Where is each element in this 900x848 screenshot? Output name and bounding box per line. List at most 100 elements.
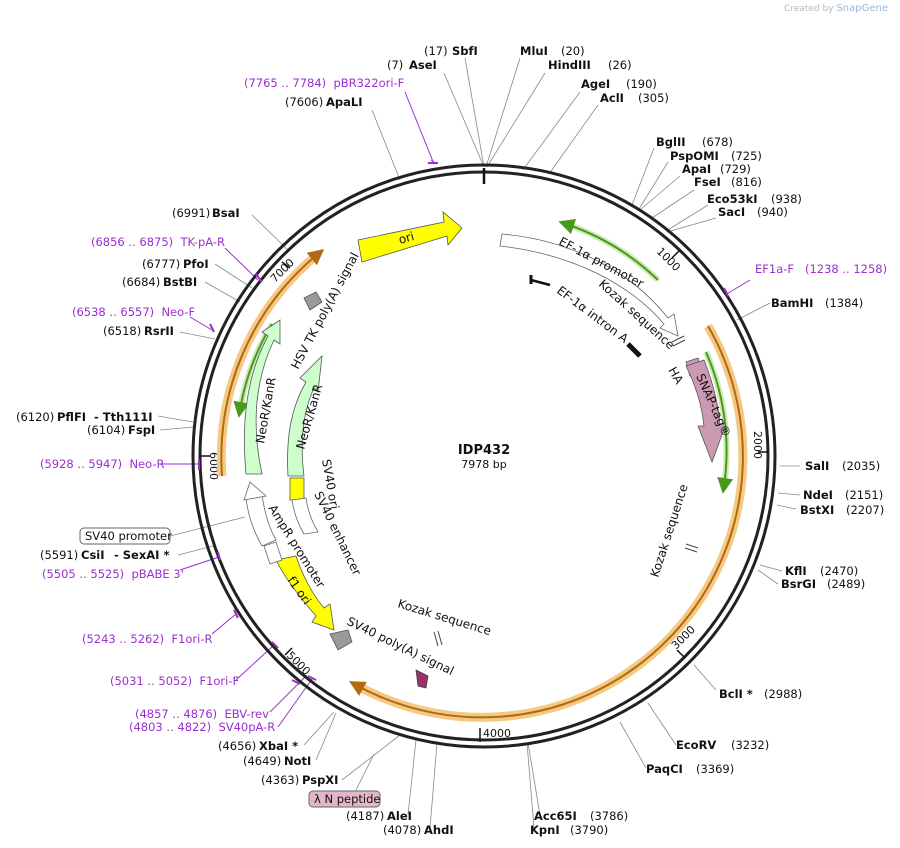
scale-tick-marks <box>200 250 768 742</box>
enzyme-noti-pos: (4649) <box>243 754 281 768</box>
ha-label: HA <box>665 365 686 388</box>
enzyme-bcli: BclI * <box>719 687 753 701</box>
enzyme-pfoi-pos: (6777) <box>142 257 180 271</box>
enzyme-mlui: MluI <box>520 44 548 58</box>
enzyme-bglii-pos: (678) <box>702 135 733 149</box>
primer-pbr322ori-f: (7765 .. 7784) pBR322ori-F <box>244 76 404 90</box>
enzyme-bglii: BglII <box>656 135 686 149</box>
tick-6000: 6000 <box>207 452 220 480</box>
enzyme-ecorv: EcoRV <box>676 738 716 752</box>
enzyme-asei-pos: (7) <box>387 58 403 72</box>
backbone-outer <box>191 163 777 749</box>
enzymes-left: (7606) ApaLI (6991) BsaI (6777) PfoI (66… <box>16 95 454 837</box>
feature-kozak-3: Kozak sequence <box>396 596 493 647</box>
enzyme-acli-pos: (305) <box>638 91 669 105</box>
enzyme-kpni-pos: (3790) <box>570 823 608 837</box>
enzyme-apai-pos: (729) <box>720 162 751 176</box>
enzyme-hindiii-pos: (26) <box>608 58 632 72</box>
enzyme-bstbi-pos: (6684) <box>122 275 160 289</box>
enzyme-acc65i-pos: (3786) <box>590 809 628 823</box>
primer-neo-r: (5928 .. 5947) Neo-R <box>40 457 165 471</box>
green-arrow-ef1a-line <box>558 218 659 281</box>
primer-f1ori-r: (5243 .. 5262) F1ori-R <box>82 632 212 646</box>
enzyme-sali: SalI <box>805 459 829 473</box>
enzyme-paqci: PaqCI <box>646 762 683 776</box>
primer-sv40pa-r: (4803 .. 4822) SV40pA-R <box>129 720 275 734</box>
snapgene-credit: Created by SnapGene <box>784 3 888 14</box>
enzyme-ecorv-pos: (3232) <box>731 738 769 752</box>
primer-marks <box>198 162 729 685</box>
lambda-peptide-label: λ N peptide <box>314 792 380 806</box>
enzyme-ahdi: AhdI <box>424 823 454 837</box>
enzyme-fspi-pos: (6104) <box>87 423 125 437</box>
enzyme-bcli-pos: (2988) <box>764 687 802 701</box>
enzyme-pflfi-pos: (6120) <box>16 410 54 424</box>
primer-tk-pa-r: (6856 .. 6875) TK-pA-R <box>91 235 225 249</box>
orf-line-right <box>348 325 744 719</box>
feature-kozak-2: Kozak sequence <box>648 482 699 579</box>
enzyme-asei: AseI <box>409 58 437 72</box>
tick-2000: 2000 <box>751 431 764 459</box>
sv40-polya-label: SV40 poly(A) signal <box>345 614 456 678</box>
enzyme-xbai-pos: (4656) <box>218 739 256 753</box>
enzyme-kpni: KpnI <box>530 823 560 837</box>
enzyme-csii-pos: (5591) <box>40 548 78 562</box>
enzyme-noti: NotI <box>284 754 311 768</box>
plasmid-length: 7978 bp <box>461 458 506 471</box>
enzyme-mlui-pos: (20) <box>561 44 585 58</box>
enzymes-right: (17) SbfI (7) AseI MluI (20) HindIII (26… <box>387 44 884 837</box>
ori-label: ori <box>397 229 416 247</box>
enzyme-bstxi-pos: (2207) <box>846 503 884 517</box>
snapgene-logo: SnapGene <box>836 3 888 14</box>
enzyme-eco53ki: Eco53kI <box>707 192 758 206</box>
enzyme-ndei: NdeI <box>803 488 833 502</box>
enzyme-bamhi: BamHI <box>771 296 813 310</box>
enzyme-agei: AgeI <box>581 77 610 91</box>
enzyme-ndei-pos: (2151) <box>845 488 883 502</box>
enzyme-hindiii: HindIII <box>548 58 591 72</box>
enzyme-rsrii-pos: (6518) <box>103 324 141 338</box>
enzyme-rsrii: RsrII <box>144 324 174 338</box>
enzyme-pfoi: PfoI <box>183 257 209 271</box>
primer-labels: (7765 .. 7784) pBR322ori-F EF1a-F (1238 … <box>40 76 887 734</box>
enzyme-kfli: KflI <box>785 564 807 578</box>
primer-neo-f: (6538 .. 6557) Neo-F <box>72 305 195 319</box>
enzyme-kfli-pos: (2470) <box>820 564 858 578</box>
kozak-3-label: Kozak sequence <box>396 596 493 638</box>
enzyme-acc65i: Acc65I <box>534 809 577 823</box>
enzyme-pspxi: PspXI <box>302 773 338 787</box>
enzyme-pspomi: PspOMI <box>670 149 719 163</box>
feature-sv40-polya: SV40 poly(A) signal <box>329 614 456 678</box>
enzyme-bsai: BsaI <box>212 206 240 220</box>
primer-f1ori-f: (5031 .. 5052) F1ori-F <box>110 674 239 688</box>
green-arrow-snap-line <box>705 351 734 494</box>
enzyme-eco53ki-pos: (938) <box>771 192 802 206</box>
enzyme-saci-pos: (940) <box>757 205 788 219</box>
enzyme-sbfi-pos: (17) <box>424 44 448 58</box>
enzyme-ahdi-pos: (4078) <box>383 823 421 837</box>
enzyme-pspxi-pos: (4363) <box>261 773 299 787</box>
boxed-label-lambda-peptide: λ N peptide <box>308 790 381 808</box>
enzyme-tth111i: - Tth111I <box>94 410 153 424</box>
enzyme-fsei: FseI <box>694 175 721 189</box>
enzyme-apai: ApaI <box>682 162 711 176</box>
enzyme-xbai: XbaI * <box>259 739 298 753</box>
enzyme-bsai-pos: (6991) <box>172 206 210 220</box>
enzyme-fspi: FspI <box>128 423 155 437</box>
enzyme-saci: SacI <box>718 205 745 219</box>
enzyme-acli: AclI <box>600 91 624 105</box>
enzyme-bstxi: BstXI <box>800 503 834 517</box>
enzyme-bsrgi-pos: (2489) <box>827 577 865 591</box>
tick-4000: 4000 <box>483 727 511 740</box>
feature-lambda-peptide <box>415 669 429 689</box>
enzyme-csii: CsiI <box>81 548 105 562</box>
orf-line-left <box>220 248 325 477</box>
feature-ori: ori <box>357 211 463 263</box>
feature-neokanr-inner: NeoR/KanR <box>287 354 325 477</box>
primer-pbabe3: (5505 .. 5525) pBABE 3' <box>42 567 184 581</box>
enzyme-bstbi: BstBI <box>163 275 197 289</box>
enzyme-bamhi-pos: (1384) <box>825 296 863 310</box>
enzyme-pflfi: PflFI <box>57 410 86 424</box>
sv40-promoter-label: SV40 promoter <box>85 529 172 543</box>
